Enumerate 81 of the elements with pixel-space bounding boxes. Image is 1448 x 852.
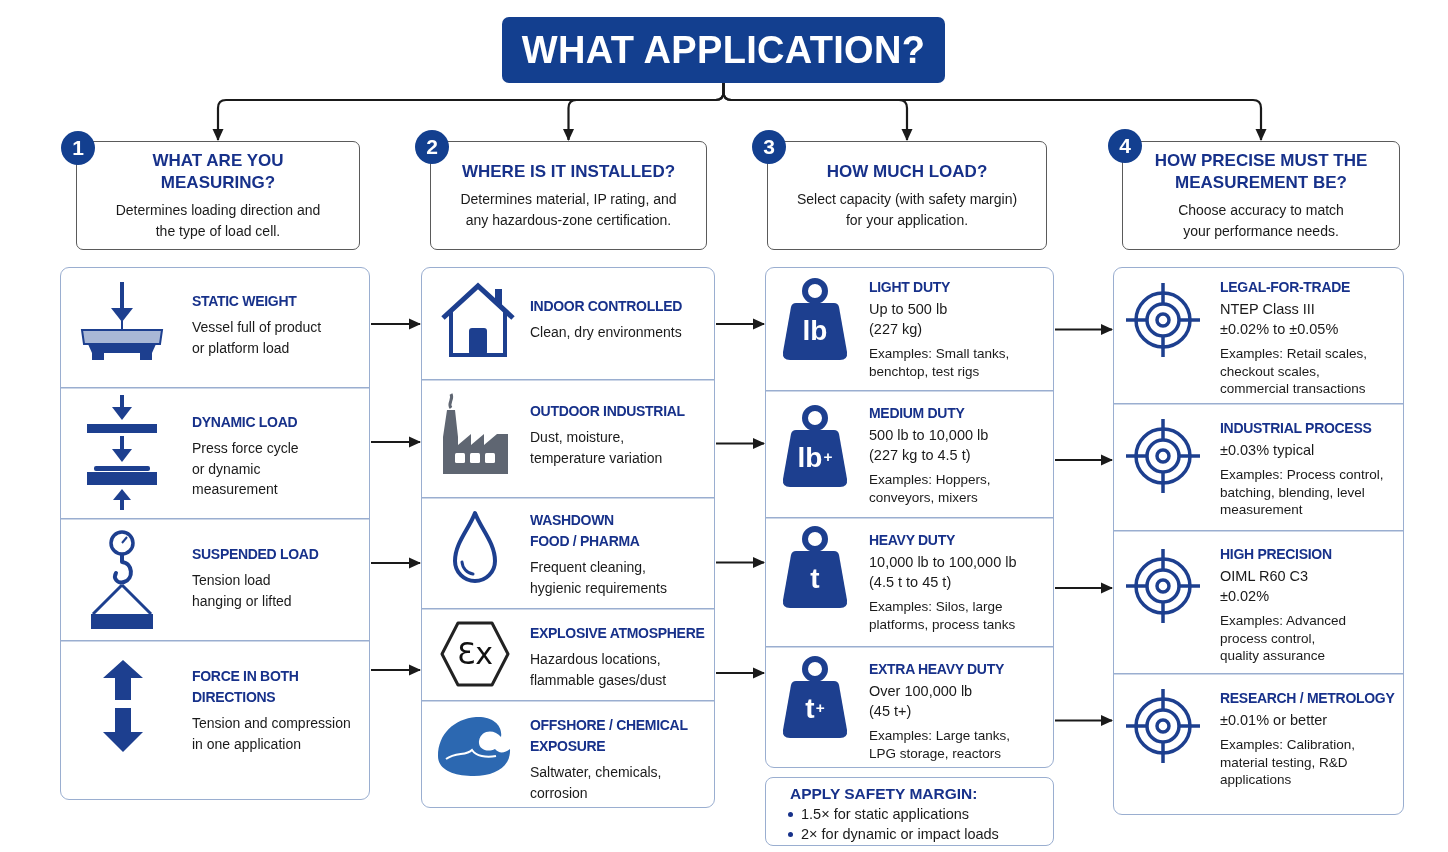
- option-description: Vessel full of product or platform load: [192, 318, 323, 358]
- examples-text: Examples: Retail scales, checkout scales, commercial transactions: [1220, 345, 1369, 398]
- option-title: LIGHT DUTY: [869, 278, 950, 297]
- option-panel: [1113, 267, 1404, 815]
- examples-text: Examples: Hoppers, conveyors, mixers: [869, 471, 992, 506]
- option-description: Tension and compression in one application: [192, 714, 352, 754]
- examples-text: Examples: Calibration, material testing, R&D applications: [1220, 736, 1357, 789]
- arrow: [371, 318, 421, 330]
- weight-unit-text: t$^{+}$: [805, 693, 825, 725]
- step-number: 1: [61, 131, 95, 165]
- arrow: [371, 557, 421, 569]
- option-title: LEGAL-FOR-TRADE: [1220, 278, 1351, 297]
- weight-unit-text: t: [810, 564, 820, 594]
- option-title: INDOOR CONTROLLED: [530, 297, 682, 316]
- option-title: SUSPENDED LOAD: [192, 545, 319, 564]
- examples-text: Examples: Silos, large platforms, process tanks: [869, 598, 1017, 633]
- option-description: Dust, moisture, temperature variation: [530, 428, 664, 468]
- question-title: WHERE IS IT INSTALLED?: [461, 160, 676, 183]
- examples-text: Examples: Small tanks, benchtop, test rigs: [869, 345, 1011, 380]
- option-title: WASHDOWN FOOD / PHARMA: [530, 511, 641, 551]
- option-title: FORCE IN BOTH DIRECTIONS: [192, 667, 300, 707]
- bullet-text: 1.5× for static applications: [801, 805, 970, 824]
- step-number: 3: [752, 130, 786, 164]
- arrow: [716, 557, 765, 568]
- bullet-text: 2× for dynamic or impact loads: [801, 825, 999, 844]
- option-description: OIML R60 C3 ±0.02%: [1220, 567, 1310, 606]
- option-title: OFFSHORE / CHEMICAL EXPOSURE: [530, 716, 689, 756]
- option-description: 10,000 lb to 100,000 lb (4.5 t to 45 t): [869, 553, 1018, 592]
- option-description: ±0.01% or better: [1220, 711, 1328, 730]
- option-title: HEAVY DUTY: [869, 531, 955, 550]
- option-description: Frequent cleaning, hygienic requirements: [530, 558, 668, 598]
- note-heading: APPLY SAFETY MARGIN:: [790, 784, 978, 804]
- option-title: EXPLOSIVE ATMOSPHERE: [530, 624, 705, 643]
- arrow: [371, 436, 421, 448]
- question-description: Choose accuracy to match your performance needs.: [1177, 200, 1345, 241]
- arrow: [371, 664, 421, 676]
- arrow: [716, 318, 765, 330]
- option-title: HIGH PRECISION: [1220, 545, 1332, 564]
- arrow: [1055, 324, 1113, 335]
- option-description: Tension load hanging or lifted: [192, 571, 293, 611]
- arrow: [722, 83, 1267, 141]
- option-title: STATIC WEIGHT: [192, 292, 297, 311]
- option-panel: [60, 267, 370, 800]
- option-description: NTEP Class III ±0.02% to ±0.05%: [1220, 300, 1340, 339]
- note-card: [765, 777, 1054, 846]
- hazard-mark-text: Ɛx: [456, 638, 494, 670]
- option-title: EXTRA HEAVY DUTY: [869, 660, 1004, 679]
- option-description: Press force cycle or dynamic measurement: [192, 439, 300, 499]
- option-description: ±0.03% typical: [1220, 441, 1315, 460]
- option-description: Hazardous locations, flammable gases/dust: [530, 650, 668, 690]
- examples-text: Examples: Advanced process control, quality assurance: [1220, 612, 1348, 665]
- option-title: DYNAMIC LOAD: [192, 413, 298, 432]
- option-title: OUTDOOR INDUSTRIAL: [530, 402, 685, 421]
- option-title: RESEARCH / METROLOGY: [1220, 689, 1395, 708]
- option-description: Over 100,000 lb (45 t+): [869, 682, 974, 721]
- question-description: Select capacity (with safety margin) for your application.: [795, 189, 1019, 230]
- option-description: Clean, dry environments: [530, 323, 682, 342]
- option-description: 500 lb to 10,000 lb (227 kg to 4.5 t): [869, 426, 990, 465]
- examples-text: Examples: Large tanks, LPG storage, reactors: [869, 727, 1012, 762]
- examples-text: Examples: Process control, batching, blending, level measurement: [1220, 466, 1385, 519]
- step-number: 4: [1108, 129, 1142, 163]
- option-description: Saltwater, chemicals, corrosion: [530, 763, 663, 803]
- weight-unit-text: lb: [802, 316, 828, 346]
- option-panel: [765, 267, 1054, 768]
- question-title: WHAT ARE YOU MEASURING?: [151, 149, 285, 194]
- option-panel: [421, 267, 715, 808]
- question-description: Determines loading direction and the type of load cell.: [114, 200, 322, 241]
- arrow: [1055, 582, 1113, 594]
- option-title: INDUSTRIAL PROCESS: [1220, 419, 1372, 438]
- question-title: HOW PRECISE MUST THE MEASUREMENT BE?: [1153, 149, 1369, 194]
- question-title: HOW MUCH LOAD?: [826, 160, 988, 183]
- option-description: Up to 500 lb (227 kg): [869, 300, 949, 339]
- option-title: MEDIUM DUTY: [869, 404, 965, 423]
- step-number: 2: [415, 130, 449, 164]
- arrow: [1055, 715, 1113, 726]
- question-description: Determines material, IP rating, and any hazardous-zone certification.: [459, 189, 678, 230]
- arrow: [716, 438, 765, 449]
- weight-unit-text: lb$^{+}$: [797, 442, 833, 474]
- title-banner: WHAT APPLICATION?: [502, 17, 945, 83]
- arrow: [716, 667, 765, 679]
- arrow: [1055, 454, 1113, 466]
